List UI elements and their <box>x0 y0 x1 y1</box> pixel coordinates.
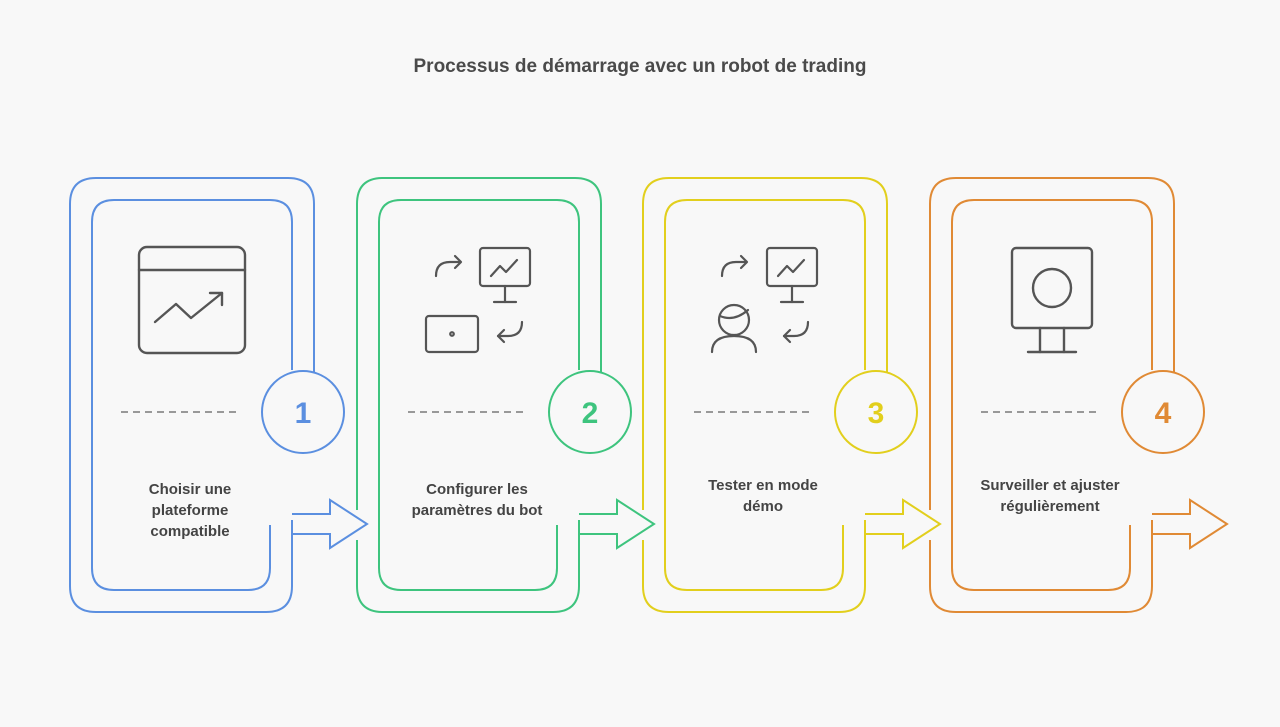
step-3-inner-frame <box>664 199 866 591</box>
step-2-arrow <box>579 498 656 550</box>
step-2 <box>356 177 656 613</box>
step-3-arrow <box>865 498 942 550</box>
step-3-label: Tester en mode démo <box>708 477 818 515</box>
step-4-inner-frame <box>951 199 1153 591</box>
step-3 <box>642 177 942 613</box>
step-1-number-circle <box>261 370 345 454</box>
step-4-outer-top <box>929 177 1175 510</box>
diagram-title: Processus de démarrage avec un robot de … <box>413 56 867 77</box>
step-2-number-circle <box>548 370 632 454</box>
step-4-outer-frame <box>929 520 1153 613</box>
step-4-number-circle <box>1121 370 1205 454</box>
step-1-number: 1 <box>295 397 312 430</box>
step-2-outer-frame <box>356 520 580 613</box>
step-1-arrow <box>292 498 369 550</box>
devices-sync-icon <box>424 246 532 354</box>
step-2-number: 2 <box>582 397 599 430</box>
user-monitor-sync-icon <box>710 246 819 354</box>
step-4-number: 4 <box>1155 397 1172 430</box>
step-1-outer-frame <box>69 177 315 613</box>
step-3-outer-top <box>642 177 888 510</box>
step-2-outer-top <box>356 177 602 510</box>
step-4-label: Surveiller et ajuster régulièrement <box>980 477 1120 515</box>
step-3-number: 3 <box>868 397 885 430</box>
step-2-label: Configurer les paramètres du bot <box>411 481 543 519</box>
step-1-label: Choisir une plateforme compatible <box>148 481 232 540</box>
step-4-arrow <box>1152 498 1229 550</box>
browser-chart-icon <box>137 245 247 355</box>
step-2-inner-frame <box>378 199 580 591</box>
step-3-number-circle <box>834 370 918 454</box>
step-4 <box>929 177 1229 613</box>
monitor-circle-icon <box>1010 246 1094 354</box>
step-3-outer-frame <box>642 520 866 613</box>
step-1 <box>69 177 369 613</box>
step-1-inner-frame <box>91 199 293 591</box>
